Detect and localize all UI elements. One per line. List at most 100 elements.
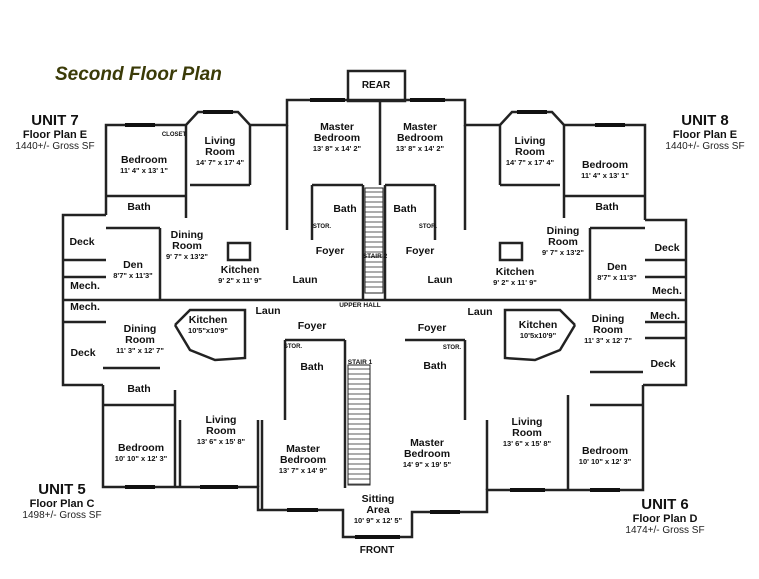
unit6-deck: Deck — [643, 359, 683, 370]
unit7-laun: Laun — [290, 275, 320, 286]
room-dimensions: 10' 10" x 12' 3" — [114, 454, 168, 463]
room-dimensions: 9' 2" x 11' 9" — [218, 276, 262, 285]
room-name: Bath — [300, 361, 324, 373]
unit8-laun: Laun — [425, 275, 455, 286]
room-name: Deck — [654, 242, 680, 254]
upper-hall-label: UPPER HALL — [339, 302, 381, 309]
unit6-laun: Laun — [465, 307, 495, 318]
unit7-closet: CLOSET — [159, 130, 189, 141]
unit7-stor: STOR. — [307, 222, 337, 233]
stair-2-label: STAIR 2 — [362, 253, 388, 260]
stairs — [347, 187, 384, 486]
room-dimensions: 9' 2" x 11' 9" — [493, 278, 537, 287]
room-name: Master Bedroom — [313, 121, 361, 144]
room-dimensions: 10'5"x10'9" — [188, 326, 228, 335]
room-name: Living Room — [511, 416, 543, 439]
room-dimensions: 11' 4" x 13' 1" — [581, 171, 629, 180]
room-name: Bath — [423, 360, 447, 372]
room-name: STOR. — [418, 224, 438, 230]
unit6-foyer: Foyer — [412, 323, 452, 334]
unit5-deck: Deck — [63, 348, 103, 359]
unit5-bath: Bath — [292, 362, 332, 373]
room-name: Foyer — [405, 245, 435, 257]
room-dimensions: 13' 7" x 14' 9" — [278, 466, 328, 475]
unit5-title: UNIT 5 — [38, 481, 86, 498]
room-name: Dining Room — [546, 225, 580, 248]
unit8-deck: Deck — [647, 243, 687, 254]
room-dimensions: 13' 6" x 15' 8" — [502, 439, 552, 448]
room-name: Foyer — [315, 245, 345, 257]
room-name: Master Bedroom — [403, 437, 451, 460]
room-name: Mech. — [650, 310, 680, 322]
room-name: Bath — [127, 383, 151, 395]
unit8-stor: STOR. — [413, 222, 443, 233]
unit7-area: 1440+/- Gross SF — [15, 141, 95, 152]
room-dimensions: 13' 6" x 15' 8" — [196, 437, 246, 446]
room-dimensions: 14' 7" x 17' 4" — [505, 158, 555, 167]
unit5-mech: Mech. — [65, 302, 105, 313]
room-name: Mech. — [70, 280, 100, 292]
unit5-area: 1498+/- Gross SF — [22, 510, 102, 521]
unit6-area: 1474+/- Gross SF — [625, 525, 705, 536]
unit5-laun: Laun — [253, 306, 283, 317]
room-name: Bath — [127, 201, 151, 213]
room-name: Master Bedroom — [396, 121, 444, 144]
room-name: Mech. — [652, 285, 682, 297]
front-label: FRONT — [359, 545, 395, 556]
room-name: Deck — [650, 358, 676, 370]
unit6-plan: Floor Plan D — [632, 513, 698, 525]
room-name: STOR. — [283, 344, 303, 350]
room-name: Master Bedroom — [279, 443, 327, 466]
room-dimensions: 10'5x10'9" — [519, 331, 557, 340]
room-name: Living Room — [514, 135, 546, 158]
room-dimensions: 9' 7" x 13'2" — [542, 248, 584, 257]
room-name: Laun — [467, 306, 493, 318]
room-name: Mech. — [70, 301, 100, 313]
room-name: Dining Room — [591, 313, 625, 336]
room-dimensions: 11' 3" x 12' 7" — [584, 336, 632, 345]
room-name: Foyer — [297, 320, 327, 332]
room-name: Den — [607, 261, 627, 273]
room-name: Foyer — [417, 322, 447, 334]
unit5-stor: STOR. — [278, 342, 308, 353]
room-name: Dining Room — [123, 323, 157, 346]
unit6-bath: Bath — [415, 361, 455, 372]
unit8-bath: Bath — [587, 202, 627, 213]
unit7-foyer: Foyer — [310, 246, 350, 257]
unit8-plan: Floor Plan E — [672, 129, 738, 141]
room-name: Kitchen — [518, 319, 558, 331]
unit7-deck: Deck — [62, 237, 102, 248]
unit5-foyer: Foyer — [292, 321, 332, 332]
room-name: Kitchen — [220, 264, 260, 276]
room-dimensions: 11' 3" x 12' 7" — [116, 346, 164, 355]
room-name: Bedroom — [117, 442, 165, 454]
room-name: Bath — [595, 201, 619, 213]
room-name: Bedroom — [581, 159, 629, 171]
unit7-bath: Bath — [119, 202, 159, 213]
unit8-area: 1440+/- Gross SF — [665, 141, 745, 152]
unit5-bath: Bath — [119, 384, 159, 395]
unit8-foyer: Foyer — [400, 246, 440, 257]
room-name: Kitchen — [495, 266, 535, 278]
stair-1-label: STAIR 1 — [347, 359, 373, 366]
room-name: Bedroom — [581, 445, 629, 457]
